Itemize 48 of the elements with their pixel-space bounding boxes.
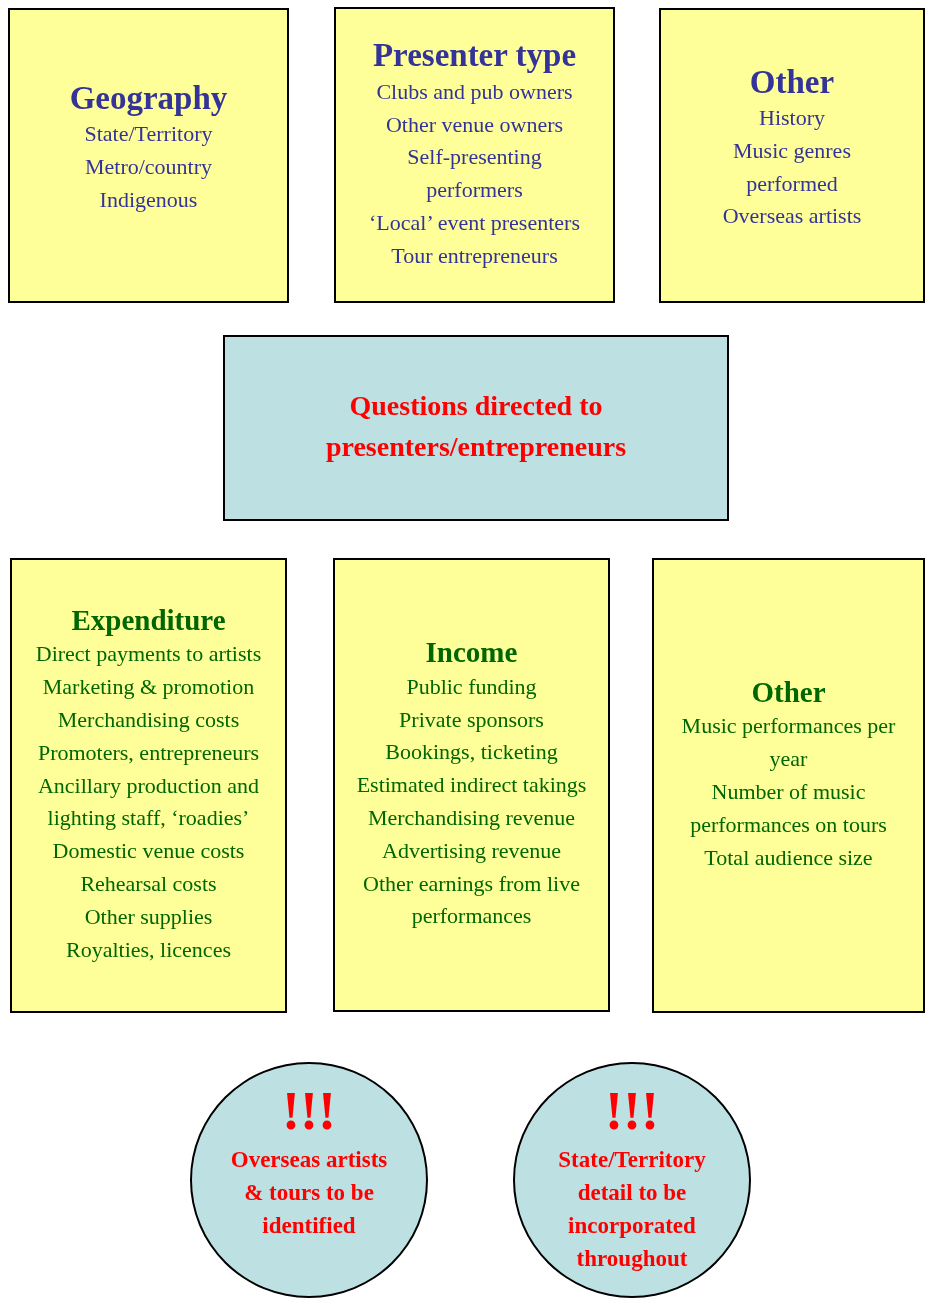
list-item: Merchandising revenue <box>367 803 576 832</box>
text-box <box>10 558 287 1013</box>
list-item: History <box>759 104 825 133</box>
exclamation-marks: !!! <box>605 1082 659 1142</box>
list-item: Public funding <box>406 672 537 701</box>
list-item: Number of music performances on tours <box>689 778 888 839</box>
list-item: Estimated indirect takings <box>356 771 587 800</box>
note-text: State/Territory detail to be incorporated throughout <box>557 1146 707 1274</box>
list-item: Other supplies <box>84 902 213 931</box>
list-item: Ancillary production and lighting staff, ‘roadies’ <box>36 771 261 833</box>
list-item: Self-presenting performers <box>406 143 543 205</box>
box-heading: Expenditure <box>71 604 226 637</box>
box-heading: Presenter type <box>372 37 577 74</box>
list-item: Direct payments to artists <box>35 640 262 669</box>
list-item: Clubs and pub owners <box>376 77 573 106</box>
list-item: Indigenous <box>99 186 198 215</box>
note-text: Overseas artists & tours to be identified <box>229 1146 389 1241</box>
list-item: ‘Local’ event presenters <box>369 208 580 237</box>
list-item: Other earnings from live performances <box>362 869 581 931</box>
box-heading: Income <box>425 636 518 669</box>
text-box <box>333 558 610 1012</box>
list-item: State/Territory <box>84 120 213 149</box>
box-heading: Geography <box>69 80 228 117</box>
exclamation-marks: !!! <box>282 1082 336 1142</box>
list-item: Metro/country <box>84 153 213 182</box>
list-item: Promoters, entrepreneurs <box>37 738 260 767</box>
box-heading: Other <box>751 676 826 709</box>
list-item: Other venue owners <box>385 110 564 139</box>
list-item: Bookings, ticketing <box>385 738 558 767</box>
list-item: Tour entrepreneurs <box>391 241 558 270</box>
list-item: Advertising revenue <box>382 836 561 865</box>
list-item: Royalties, licences <box>66 935 231 964</box>
box-heading: Other <box>749 63 835 101</box>
list-item: Total audience size <box>704 843 873 872</box>
list-item: Merchandising costs <box>57 706 240 735</box>
box-heading: Questions directed to presenters/entrepreneurs <box>324 389 628 464</box>
text-box <box>8 8 289 303</box>
list-item: Marketing & promotion <box>42 673 255 702</box>
list-item: Rehearsal costs <box>80 870 217 899</box>
list-item: Private sponsors <box>399 705 544 734</box>
list-item: Music performances per year <box>680 712 897 774</box>
text-box <box>652 558 925 1013</box>
text-box <box>223 335 729 521</box>
list-item: Domestic venue costs <box>52 837 245 866</box>
text-box <box>659 8 925 303</box>
list-item: Music genres performed <box>732 136 852 198</box>
list-item: Overseas artists <box>722 202 862 231</box>
text-box <box>334 7 615 303</box>
